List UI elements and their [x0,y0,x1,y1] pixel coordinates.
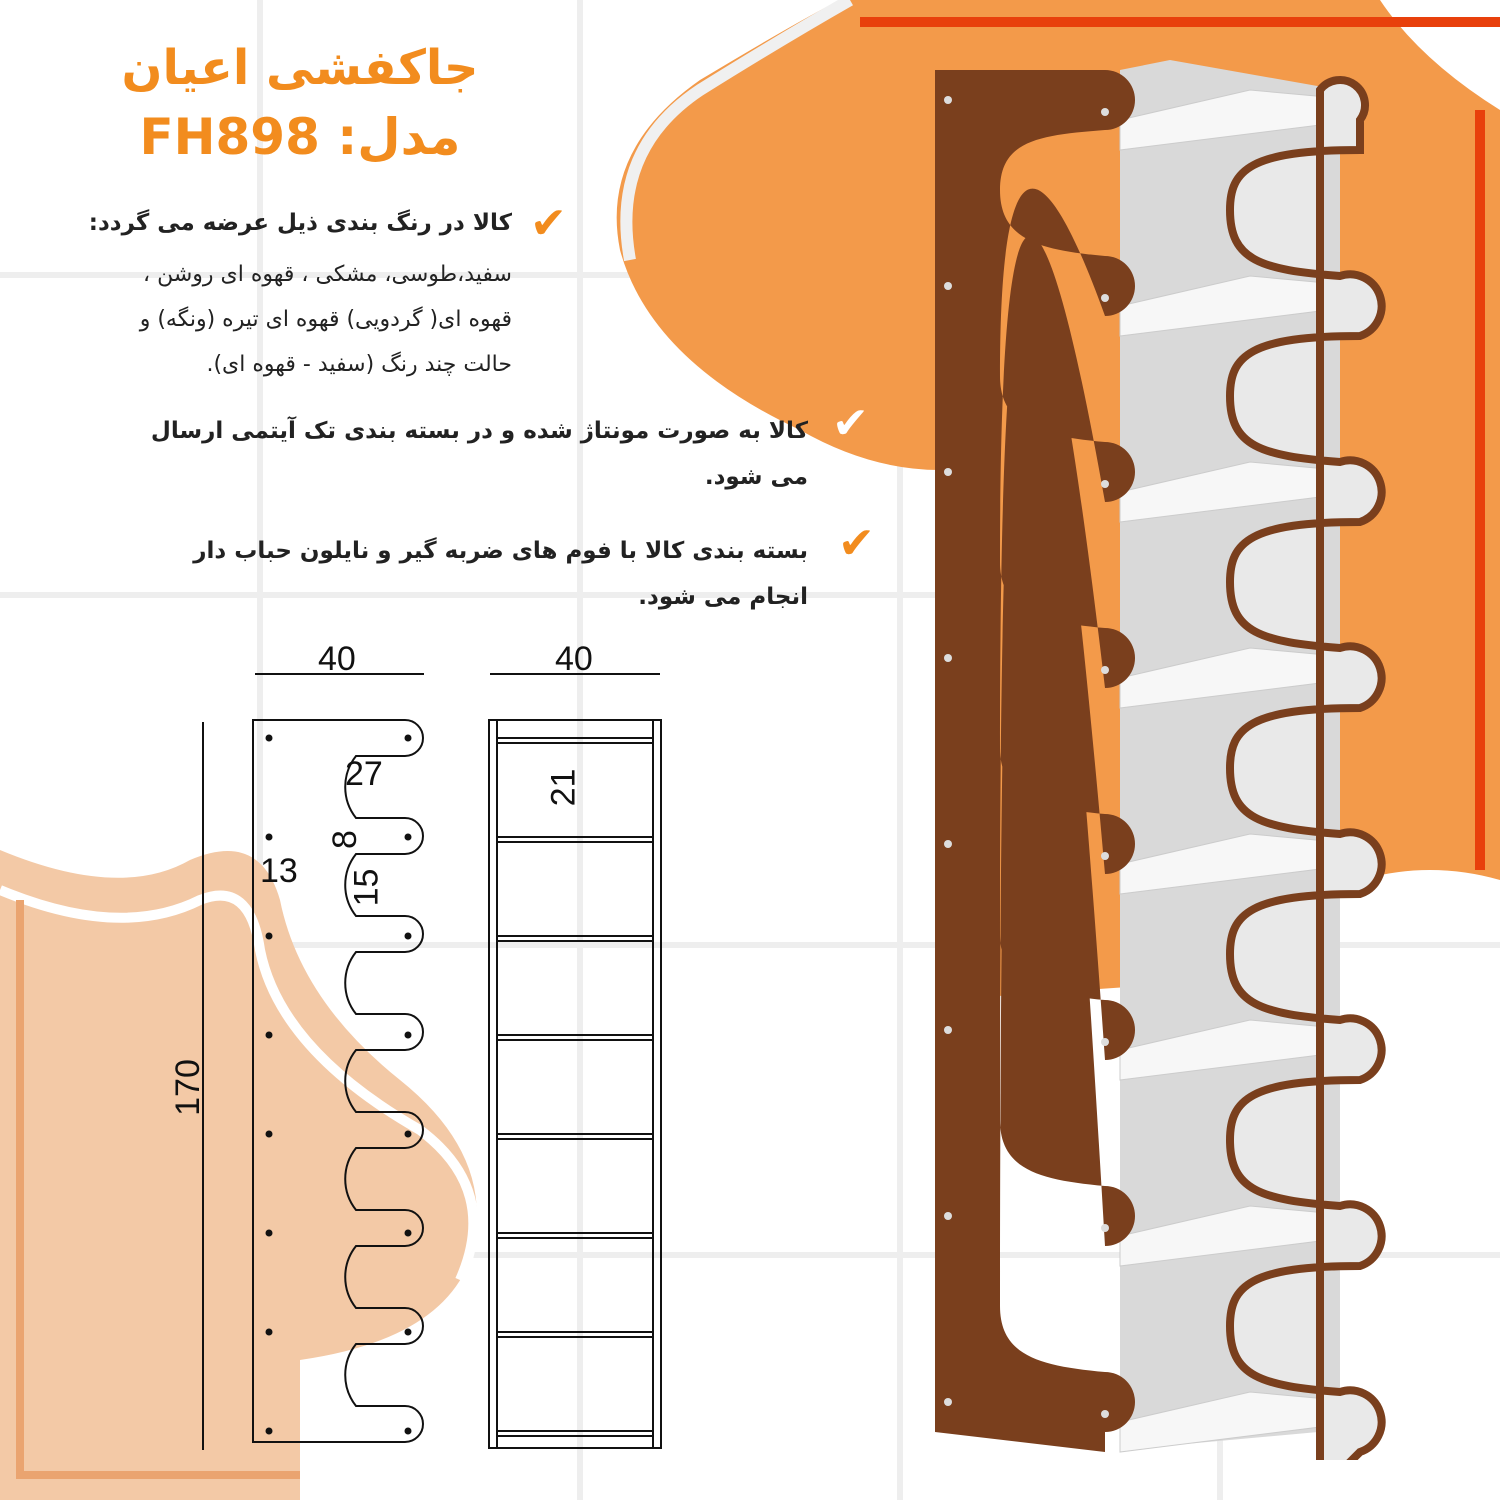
screw-hole [404,1031,412,1039]
product-title: جاکفشی اعیان [121,40,479,96]
screw-cap [944,96,952,104]
screw-hole [265,1031,273,1039]
screw-hole [265,932,273,940]
feature-colors-heading: کالا در رنگ بندی ذیل عرضه می گردد: [88,210,512,236]
dimension-front-width: 40 [555,640,593,678]
feature-assembly: کالا به صورت مونتاژ شده و در بسته بندی ت… [40,408,808,500]
screw-cap [944,1398,952,1406]
screw-hole [265,1229,273,1237]
dimension-shelf-spacing: 21 [544,768,583,807]
screw-cap [944,654,952,662]
screw-hole [404,932,412,940]
screw-hole [265,1427,273,1435]
dimension-side-width: 40 [318,640,356,678]
screw-hole [265,734,273,742]
screw-hole [265,1328,273,1336]
text-line: انجام می شود. [638,584,808,610]
text-line: می شود. [704,464,808,490]
screw-hole [265,833,273,841]
screw-cap [944,468,952,476]
screw-cap [1101,1038,1109,1046]
screw-hole [404,833,412,841]
dimension-edge: 13 [260,852,298,890]
peach-blob [0,850,477,1500]
text-line: قهوه ای( گردویی) قهوه ای تیره (ونگه) و [139,307,512,332]
text-line: کالا به صورت مونتاژ شده و در بسته بندی ت… [150,418,808,444]
screw-cap [944,1026,952,1034]
screw-cap [944,282,952,290]
screw-hole [404,1130,412,1138]
screw-cap [944,1212,952,1220]
screw-cap [1101,108,1109,116]
screw-hole [265,1130,273,1138]
check-icon: ✔ [530,198,567,249]
dimension-curve-height: 15 [347,868,386,907]
feature-packaging: بسته بندی کالا با فوم های ضربه گیر و نای… [40,528,808,620]
text-line: سفید،طوسی، مشکی ، قهوه ای روشن ، [143,262,512,287]
model-label: مدل: FH898 [139,108,461,166]
screw-hole [404,1427,412,1435]
text-line: بسته بندی کالا با فوم های ضربه گیر و نای… [193,538,808,564]
screw-cap [1101,294,1109,302]
feature-colors-list: سفید،طوسی، مشکی ، قهوه ای روشن ، قهوه ای… [40,252,512,387]
screw-cap [1101,1410,1109,1418]
dimension-gap: 8 [325,830,364,849]
screw-cap [1101,480,1109,488]
dimension-height: 170 [168,1059,207,1116]
check-icon: ✔ [838,518,875,569]
screw-cap [944,840,952,848]
screw-cap [1101,852,1109,860]
screw-hole [404,1328,412,1336]
screw-cap [1101,1224,1109,1232]
shoe-rack-image [935,60,1386,1460]
check-icon: ✔ [832,398,869,449]
screw-cap [1101,666,1109,674]
screw-hole [404,1229,412,1237]
technical-drawing [202,673,662,1450]
screw-hole [404,734,412,742]
dimension-curve-depth: 27 [345,755,383,793]
text-line: حالت چند رنگ (سفید - قهوه ای). [206,352,512,377]
